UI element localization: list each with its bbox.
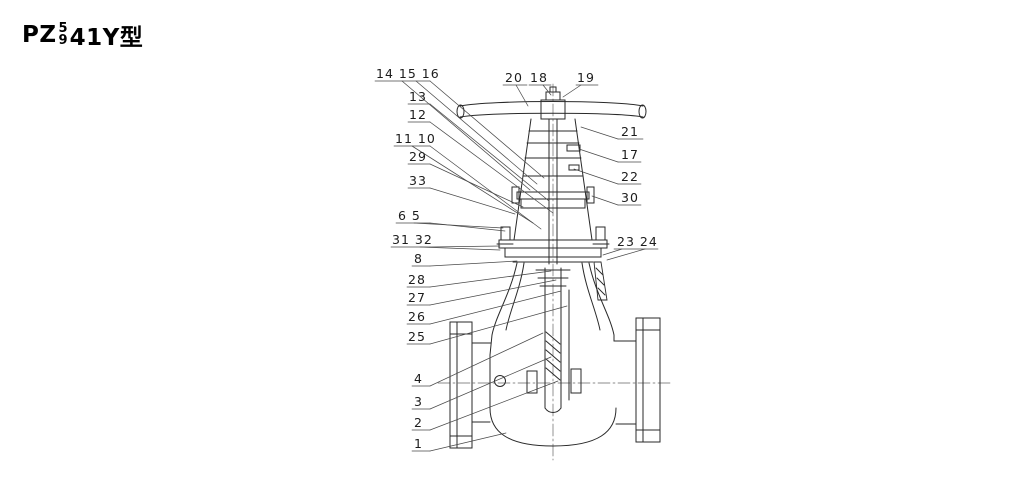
callout-22: 22: [621, 169, 639, 184]
model-prefix: PZ: [22, 22, 57, 48]
yoke: [513, 118, 593, 241]
packing-gland: [511, 186, 595, 209]
callout-2: 2: [414, 415, 423, 430]
callout-8: 8: [414, 251, 423, 266]
model-suffix: 41Y型: [69, 25, 144, 51]
gate-wedge: [526, 267, 582, 413]
callout-25: 25: [408, 329, 426, 344]
callout-1: 1: [414, 436, 423, 451]
model-denominator: 9: [58, 33, 68, 48]
centerlines: [437, 83, 674, 461]
support-bracket: [593, 261, 608, 301]
callout-11-10: 11 10: [395, 131, 436, 146]
handwheel-nut: [540, 86, 566, 101]
callout-18: 18: [530, 70, 548, 85]
callout-26: 26: [408, 309, 426, 324]
callout-13: 13: [409, 89, 427, 104]
valve-body: [471, 262, 637, 447]
model-number-stack: 5 9: [58, 21, 68, 48]
model-numerator: 5: [58, 21, 68, 36]
callout-6-5: 6 5: [398, 208, 421, 223]
callout-17: 17: [621, 147, 639, 162]
callout-14-15-16: 14 15 16: [376, 66, 440, 81]
callout-4: 4: [414, 371, 423, 386]
callout-20: 20: [505, 70, 523, 85]
model-title: PZ 5 9 41Y型: [22, 18, 143, 52]
callout-12: 12: [409, 107, 427, 122]
callout-31-32: 31 32: [392, 232, 433, 247]
callout-23-24: 23 24: [617, 234, 658, 249]
right-flange: [635, 317, 661, 443]
bonnet-flange: [496, 226, 610, 263]
callout-27: 27: [408, 290, 426, 305]
leader-lines: [401, 80, 646, 452]
callout-21: 21: [621, 124, 639, 139]
callout-3: 3: [414, 394, 423, 409]
callout-19: 19: [577, 70, 595, 85]
callout-29: 29: [409, 149, 427, 164]
left-flange: [449, 321, 473, 449]
callout-30: 30: [621, 190, 639, 205]
callout-33: 33: [409, 173, 427, 188]
callout-28: 28: [408, 272, 426, 287]
handwheel: [456, 99, 647, 120]
